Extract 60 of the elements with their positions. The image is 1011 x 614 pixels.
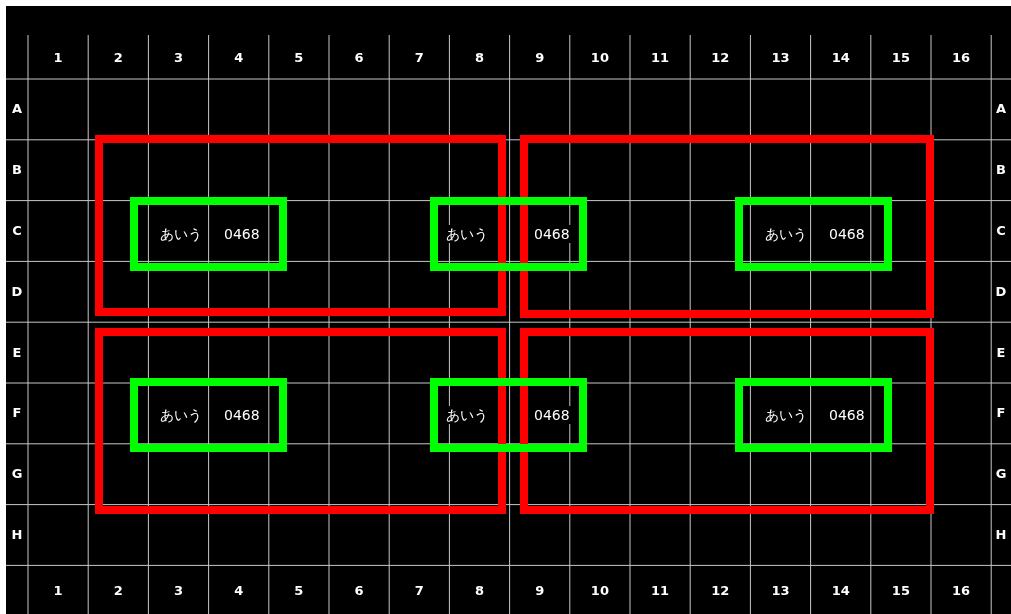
row-letter: D: [995, 283, 1007, 300]
column-number: 10: [590, 50, 609, 66]
column-number: 4: [234, 583, 244, 599]
frame-box: [95, 328, 506, 514]
row-letter: A: [995, 101, 1007, 118]
row-letter: D: [11, 283, 23, 300]
column-number: 14: [831, 583, 850, 599]
label-box: [735, 378, 892, 452]
column-number: 16: [952, 50, 971, 66]
row-letter: G: [11, 466, 23, 483]
column-number: 9: [535, 583, 545, 599]
row-letter: F: [12, 405, 22, 422]
label-box: [430, 378, 587, 452]
label-box: [130, 378, 287, 452]
column-number: 7: [414, 583, 424, 599]
number-text: 0468: [532, 406, 572, 424]
row-letter: F: [996, 405, 1006, 422]
label-box: [430, 197, 587, 271]
row-letter: E: [12, 344, 22, 361]
column-number: 6: [354, 583, 364, 599]
label-box: [735, 197, 892, 271]
column-number: 5: [294, 583, 304, 599]
column-number: 4: [234, 50, 244, 66]
column-number: 16: [952, 583, 971, 599]
row-letter: H: [11, 527, 23, 543]
column-number: 11: [651, 50, 670, 66]
column-number: 7: [414, 50, 424, 66]
row-letter: B: [996, 162, 1006, 179]
column-number: 9: [535, 50, 545, 66]
column-number: 13: [771, 583, 790, 599]
column-number: 5: [294, 50, 304, 66]
column-number: 6: [354, 50, 364, 66]
column-number: 12: [711, 583, 730, 599]
column-number: 11: [651, 583, 670, 599]
frame-box: [520, 328, 934, 514]
label-box: [130, 197, 287, 271]
row-letter: E: [996, 344, 1006, 361]
column-number: 15: [891, 583, 910, 599]
row-letter: C: [996, 223, 1006, 239]
row-letter: H: [995, 527, 1007, 543]
column-number: 3: [174, 50, 183, 66]
row-letter: B: [12, 162, 22, 179]
frame-box: [95, 135, 506, 316]
column-number: 12: [711, 50, 730, 66]
number-text: 0468: [532, 225, 572, 243]
column-number: 1: [53, 583, 63, 599]
row-letter: G: [995, 466, 1007, 483]
column-number: 13: [771, 50, 790, 66]
column-number: 8: [475, 50, 484, 66]
column-number: 8: [475, 583, 484, 599]
frame-box: [520, 135, 934, 318]
column-number: 3: [174, 583, 183, 599]
column-number: 2: [113, 583, 123, 599]
column-number: 10: [590, 583, 609, 599]
row-letter: A: [11, 101, 23, 118]
column-number: 15: [891, 50, 910, 66]
column-number: 2: [113, 50, 123, 66]
column-number: 14: [831, 50, 850, 66]
row-letter: C: [12, 223, 22, 239]
column-number: 1: [53, 50, 63, 66]
